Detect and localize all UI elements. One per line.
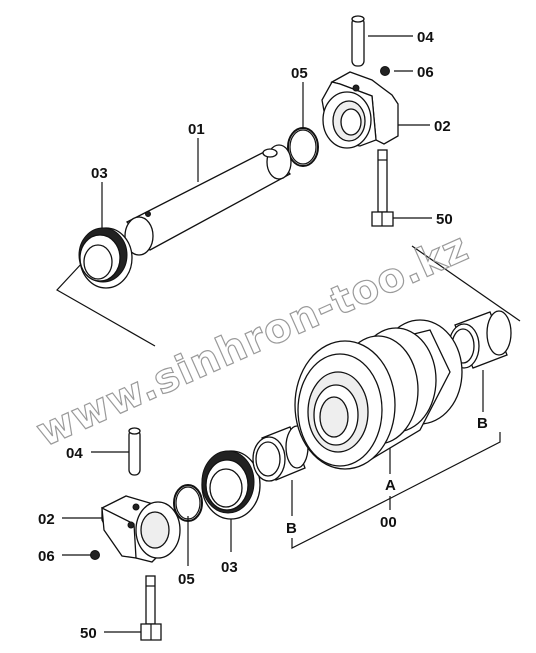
label-bushing-left: B	[286, 520, 297, 537]
plug-top	[380, 66, 390, 76]
label-bolt-bottom: 50	[80, 625, 97, 642]
bushing-left	[252, 425, 309, 482]
bolt-top	[371, 149, 394, 227]
label-bracket-bottom: 02	[38, 511, 55, 528]
label-bracket-top: 02	[434, 118, 451, 135]
ring-bottom	[173, 484, 203, 522]
label-roller-body: A	[385, 477, 396, 494]
callout-labels: 04 05 06 02 01 03 50 04 02 06 50 05 03 B…	[38, 29, 488, 642]
label-ring-top: 05	[291, 65, 308, 82]
bracket-bottom	[101, 495, 181, 563]
label-pin-top: 04	[417, 29, 434, 46]
label-seal-bottom: 03	[221, 559, 238, 576]
label-seal-top: 03	[91, 165, 108, 182]
pin-bottom	[128, 427, 141, 476]
pin-top	[351, 15, 365, 67]
track-roller	[294, 319, 463, 470]
leader-lines	[56, 35, 521, 633]
shaft	[124, 144, 292, 256]
label-shaft: 01	[188, 121, 205, 138]
label-bushing-right: B	[477, 415, 488, 432]
plug-bottom	[90, 550, 100, 560]
seal-top	[78, 227, 133, 289]
label-bolt-top: 50	[436, 211, 453, 228]
label-plug-bottom: 06	[38, 548, 55, 565]
bolt-bottom	[140, 575, 162, 641]
label-ring-bottom: 05	[178, 571, 195, 588]
seal-bottom	[201, 450, 261, 520]
ring-top	[287, 127, 319, 167]
bracket-top	[321, 71, 399, 149]
label-roller-assembly: 00	[380, 514, 397, 531]
label-pin-bottom: 04	[66, 445, 83, 462]
label-plug-top: 06	[417, 64, 434, 81]
